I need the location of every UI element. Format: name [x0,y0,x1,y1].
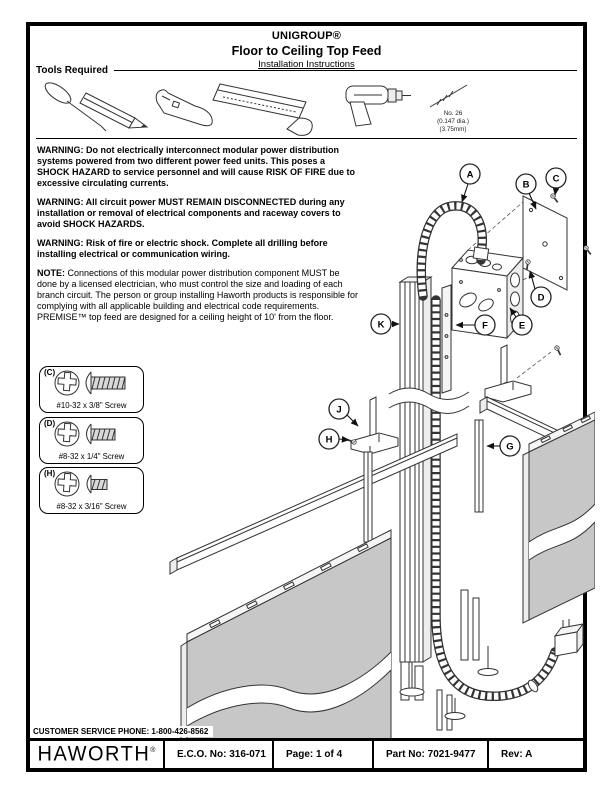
drill-bit-size: No. 26 [444,110,463,117]
svg-text:(0.147 dia.): (0.147 dia.) [437,118,469,125]
part-number: Part No: 7021-9477 [372,741,487,768]
svg-text:J: J [336,405,341,416]
page-title: Floor to Ceiling Top Feed [231,43,382,58]
callout-c: C [545,167,567,196]
svg-text:(3.75mm): (3.75mm) [440,126,467,133]
note-paragraph: NOTE: Connections of this modular power … [37,268,358,322]
svg-text:B: B [523,180,530,191]
svg-text:F: F [482,321,488,332]
mounting-bracket-f [441,284,452,394]
callout-b: B [515,173,537,210]
vertical-pole [398,276,433,663]
title-block: HAWORTH® E.C.O. No: 316-071 Page: 1 of 4… [30,738,583,768]
page-number: Page: 1 of 4 [272,741,372,768]
svg-text:D: D [538,293,545,304]
customer-service-phone: CUSTOMER SERVICE PHONE: 1-800-426-8562 [30,726,214,737]
warning-2: WARNING: All circuit power MUST REMAIN D… [37,197,345,229]
screw-c-icon [54,370,126,396]
product-brand: UNIGROUP® [271,30,342,42]
screw-label: #8-32 x 1/4" Screw [58,452,125,461]
revision: Rev: A [487,741,583,768]
leveling-glide-2 [477,646,499,676]
pencil-icon [79,92,149,129]
power-drill-icon [345,85,411,127]
installation-exploded-diagram: A B C D E [169,163,595,750]
support-bracket-right [484,344,565,403]
panel-left [180,529,392,750]
callout-f: F [455,314,496,336]
header: UNIGROUP® Floor to Ceiling Top Feed Inst… [30,30,583,71]
screw-key: (C) [44,368,56,377]
screw-label: #8-32 x 3/16" Screw [56,502,127,511]
registered-mark: ® [150,746,156,755]
warnings-column: WARNING: Do not electrically interconnec… [37,145,359,331]
section-divider [36,138,577,139]
tools-illustrations: No. 26 (0.147 dia.) (3.75mm) [44,82,469,136]
callout-j: J [328,398,359,427]
page-border: UNIGROUP® Floor to Ceiling Top Feed Inst… [26,22,595,772]
callout-h: H [318,428,350,450]
screw-legend-c: (C) #10-32 x 3/8" Screw [39,366,144,413]
screw-legend-h: (H) #8-32 x 3/16" Screw [39,467,144,514]
base-channels [400,589,480,731]
svg-text:H: H [326,435,333,446]
screw-label: #10-32 x 3/8" Screw [56,401,127,410]
tools-required-heading: Tools Required [36,65,577,76]
leveling-glide-1 [399,662,425,697]
callout-a: A [459,163,481,203]
screwdriver-icon [44,82,107,132]
trim-strip-g [474,419,484,513]
utility-knife-icon [155,89,213,127]
svg-text:C: C [553,174,560,185]
warning-1: WARNING: Do not electrically interconnec… [37,145,356,188]
power-connector-block [553,619,585,657]
panel-right [522,411,595,624]
svg-text:A: A [467,170,474,181]
screw-plate-right [581,244,594,256]
drill-bit-icon: No. 26 (0.147 dia.) (3.75mm) [429,84,469,133]
eco-number: E.C.O. No: 316-071 [163,741,272,768]
leveling-glide-3 [444,698,466,720]
svg-text:K: K [378,320,385,331]
callout-g: G [486,435,521,457]
tools-required-label: Tools Required [36,65,109,76]
callout-d: D [528,270,552,308]
screw-key: (H) [44,469,56,478]
screw-key: (D) [44,419,56,428]
flexible-conduit-down [431,295,560,702]
svg-text:G: G [506,442,513,453]
pole-break-wave [388,387,470,414]
drywall-saw-icon [212,83,313,136]
haworth-logo: HAWORTH® [37,742,156,766]
flexible-conduit-top [416,201,490,301]
support-bracket-j [350,396,399,455]
rule-line [114,70,577,71]
screw-d-icon [54,421,116,447]
svg-text:E: E [519,321,525,332]
trim-strip-left [363,451,373,543]
callout-k: K [370,313,400,335]
page-subtitle: Installation Instructions [258,59,355,71]
screw-legend-d: (D) #8-32 x 1/4" Screw [39,417,144,464]
warning-3: WARNING: Risk of fire or electric shock.… [37,238,328,259]
callout-e: E [509,307,533,336]
screw-h-icon [54,471,108,497]
